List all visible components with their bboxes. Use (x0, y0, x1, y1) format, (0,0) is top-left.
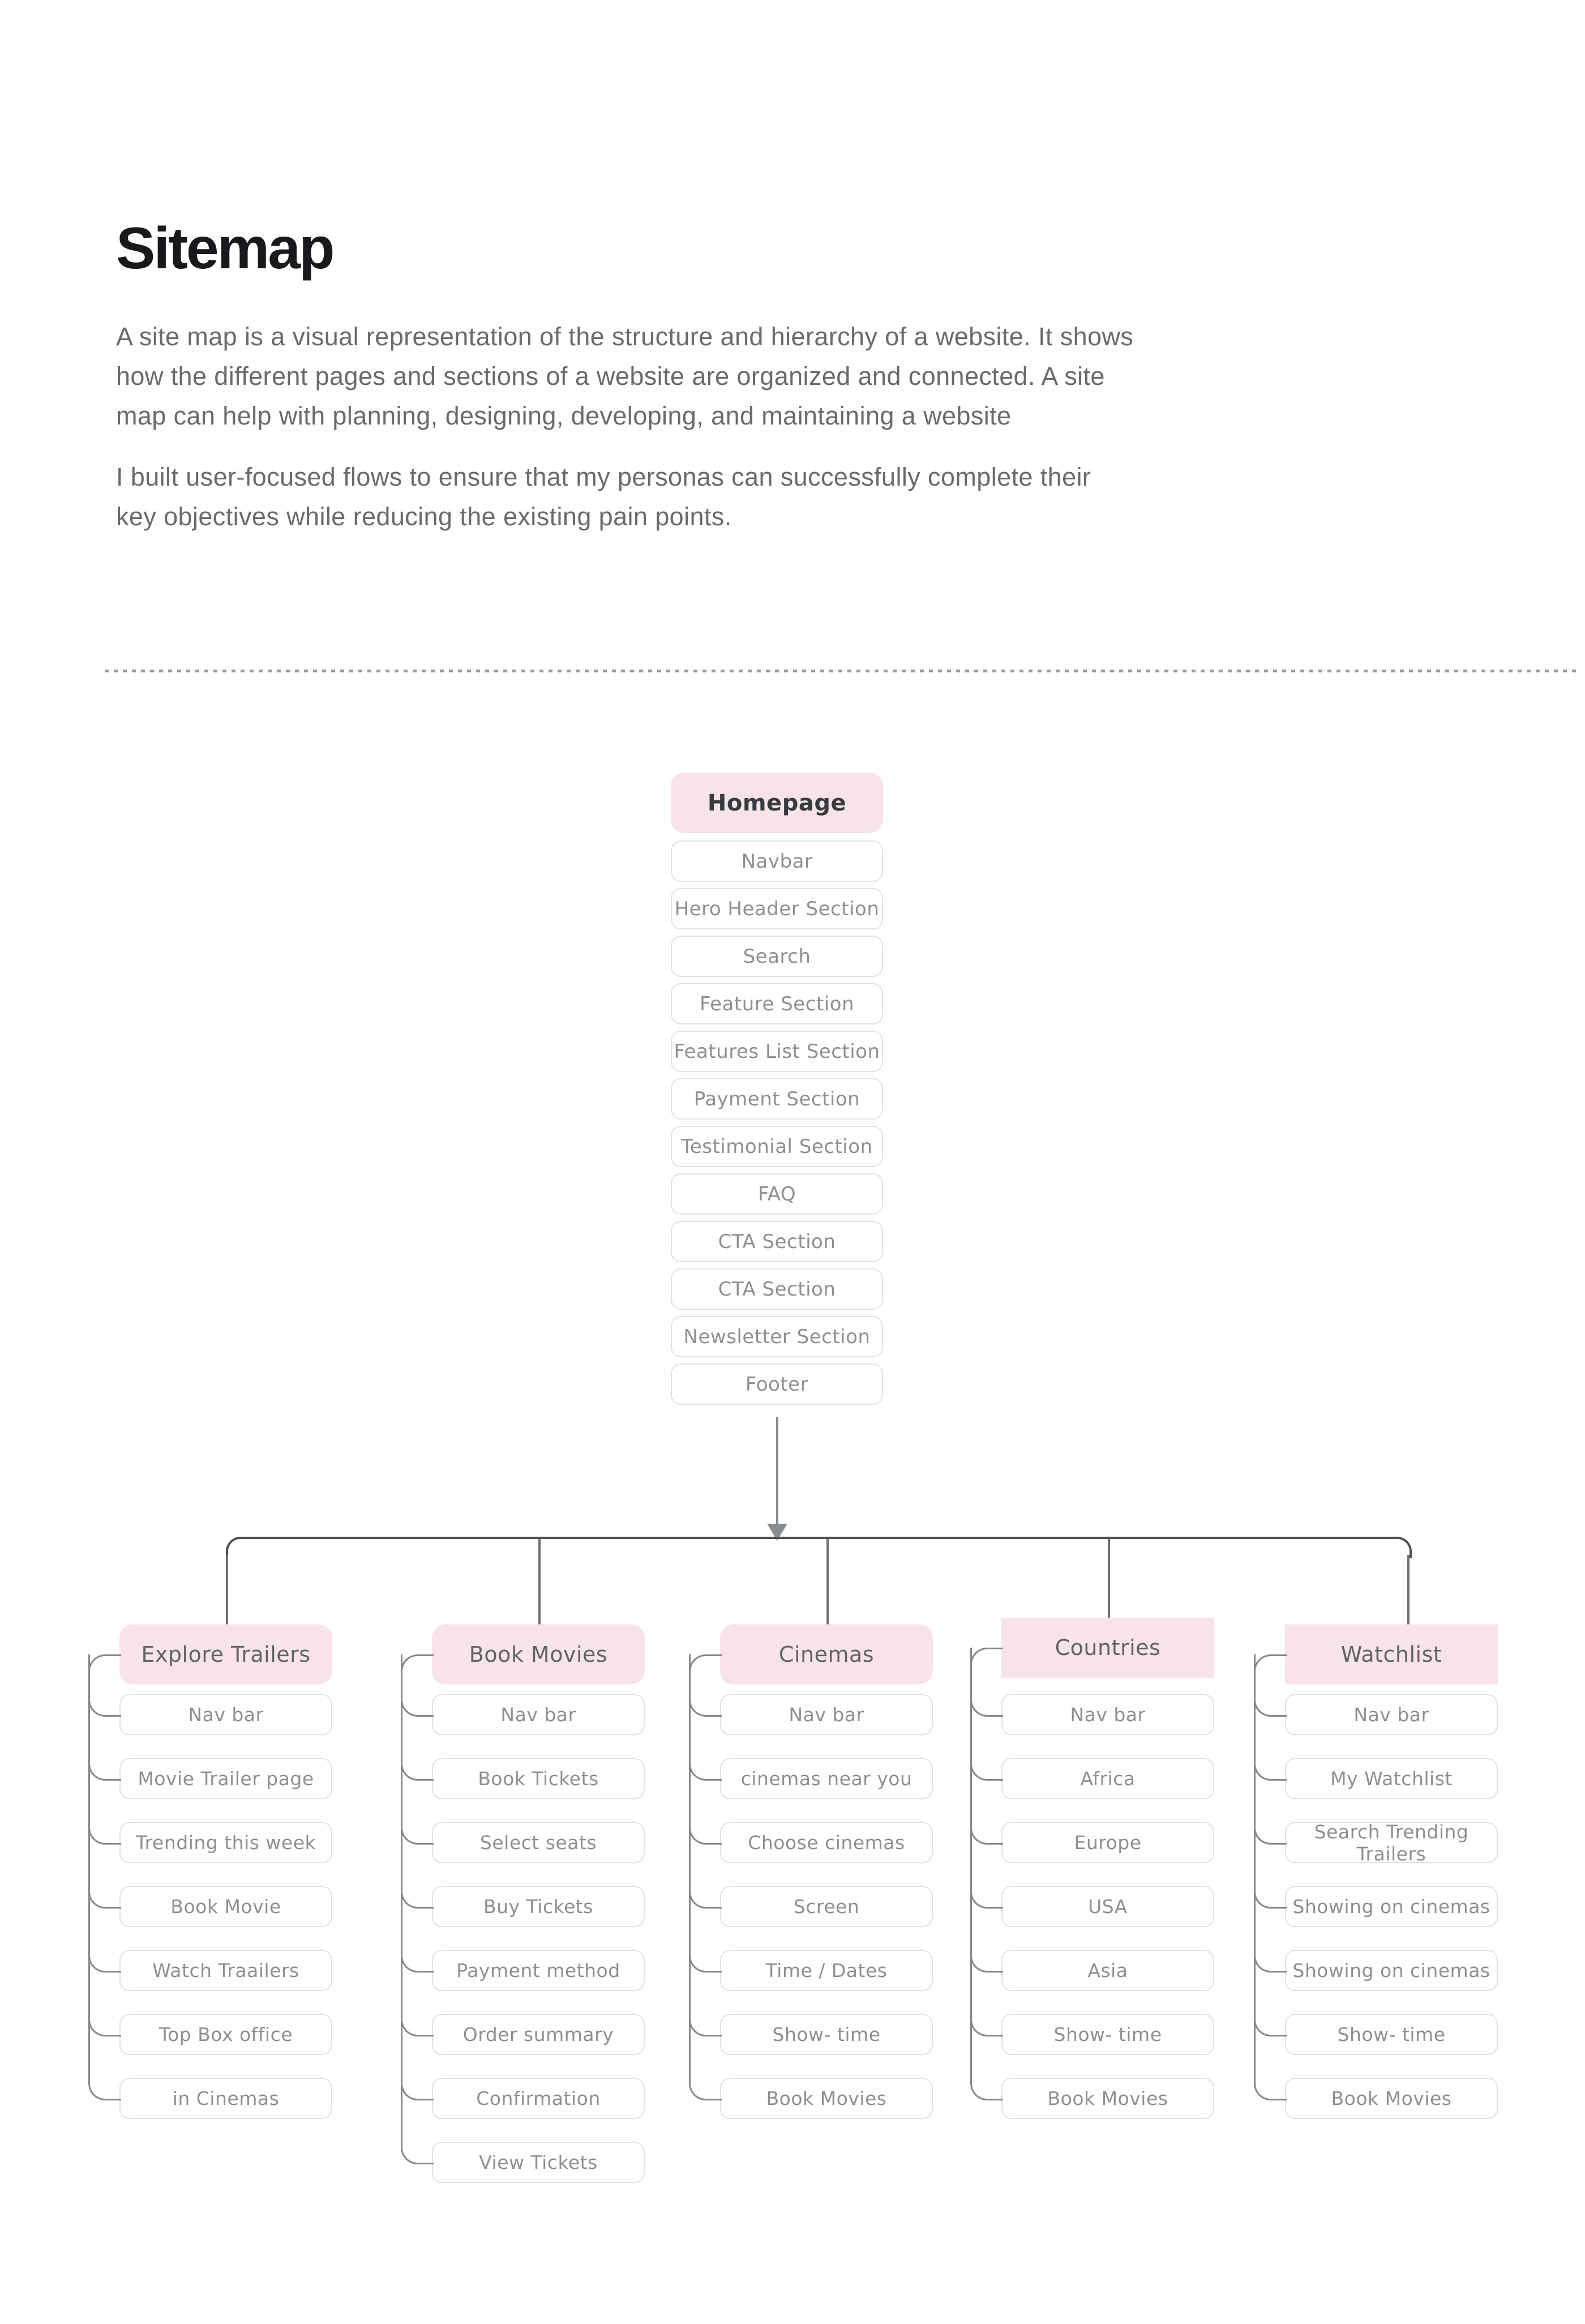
connector-line (1108, 1539, 1110, 1618)
homepage-section-item: CTA Section (671, 1268, 883, 1310)
sitemap-item: Select seats (432, 1822, 645, 1863)
sitemap-item: Search Trending Trailers (1285, 1821, 1498, 1865)
homepage-node: Homepage (671, 773, 883, 833)
homepage-section-item: Feature Section (671, 983, 883, 1024)
sitemap-item: Africa (1001, 1758, 1214, 1799)
homepage-section-item: Payment Section (671, 1078, 883, 1120)
sitemap-item: Top Box office (119, 2014, 332, 2055)
sitemap-item: View Tickets (432, 2142, 645, 2183)
sitemap-item: Choose cinemas (720, 1822, 933, 1863)
homepage-section-item: Footer (671, 1363, 883, 1405)
connector-line (826, 1539, 829, 1624)
intro-text: A site map is a visual representation of… (116, 317, 1135, 558)
column-header-explore-trailers: Explore Trailers (119, 1624, 332, 1684)
sitemap-item: Nav bar (432, 1694, 645, 1735)
sitemap-item: Order summary (432, 2014, 645, 2055)
sitemap-item: Showing on cinemas (1285, 1950, 1498, 1991)
homepage-section-item: Newsletter Section (671, 1316, 883, 1357)
sitemap-item: Confirmation (432, 2078, 645, 2119)
sitemap-item: Europe (1001, 1822, 1214, 1863)
column-header-cinemas: Cinemas (720, 1624, 933, 1684)
intro-paragraph-2: I built user-focused flows to ensure tha… (116, 462, 1091, 531)
sitemap-item: Book Movies (1285, 2078, 1498, 2119)
sitemap-item: Show- time (720, 2014, 933, 2055)
sitemap-item: Book Movies (1001, 2078, 1214, 2119)
connector-line (226, 1555, 228, 1624)
sitemap-item: My Watchlist (1285, 1758, 1498, 1799)
homepage-section-item: Hero Header Section (671, 888, 883, 929)
sitemap-item: Payment method (432, 1950, 645, 1991)
sitemap-item: Watch Traailers (119, 1950, 332, 1991)
connector-line (1390, 1537, 1412, 1558)
sitemap-item: Book Movies (720, 2078, 933, 2119)
sitemap-item: Screen (720, 1886, 933, 1927)
sitemap-item: cinemas near you (720, 1758, 933, 1799)
sitemap-item: Book Movie (119, 1886, 332, 1927)
sitemap-item: Book Tickets (432, 1758, 645, 1799)
connector-line (776, 1417, 778, 1526)
connector-line (241, 1537, 1390, 1539)
connector-line (538, 1539, 541, 1624)
homepage-section-item: Search (671, 936, 883, 977)
sitemap-item: Buy Tickets (432, 1886, 645, 1927)
sitemap-item: Trending this week (119, 1822, 332, 1863)
connector-line (970, 1648, 1003, 2100)
dashed-divider (105, 670, 1579, 672)
connector-line (401, 1654, 434, 2164)
sitemap-item: Showing on cinemas (1285, 1886, 1498, 1927)
homepage-section-item: Features List Section (671, 1031, 883, 1072)
homepage-section-item: FAQ (671, 1173, 883, 1215)
page-title: Sitemap (116, 215, 335, 281)
sitemap-item: Nav bar (1001, 1694, 1214, 1735)
homepage-section-item: Navbar (671, 841, 883, 882)
connector-line (1407, 1555, 1410, 1624)
connector-line (226, 1537, 247, 1558)
sitemap-item: Show- time (1001, 2014, 1214, 2055)
sitemap-item: Movie Trailer page (119, 1758, 332, 1799)
sitemap-item: Nav bar (1285, 1694, 1498, 1735)
homepage-section-item: CTA Section (671, 1221, 883, 1262)
connector-line (689, 1654, 722, 2100)
sitemap-item: Show- time (1285, 2014, 1498, 2055)
sitemap-item: Nav bar (119, 1694, 332, 1735)
column-header-book-movies: Book Movies (432, 1624, 645, 1684)
sitemap-item: in Cinemas (119, 2078, 332, 2119)
sitemap-item: USA (1001, 1886, 1214, 1927)
sitemap-item: Time / Dates (720, 1950, 933, 1991)
sitemap-item: Asia (1001, 1950, 1214, 1991)
column-header-countries: Countries (1001, 1618, 1214, 1678)
intro-paragraph-1: A site map is a visual representation of… (116, 322, 1134, 430)
connector-line (1254, 1654, 1287, 2100)
column-header-watchlist: Watchlist (1285, 1624, 1498, 1684)
homepage-section-item: Testimonial Section (671, 1126, 883, 1167)
connector-line (88, 1654, 121, 2100)
sitemap-item: Nav bar (720, 1694, 933, 1735)
